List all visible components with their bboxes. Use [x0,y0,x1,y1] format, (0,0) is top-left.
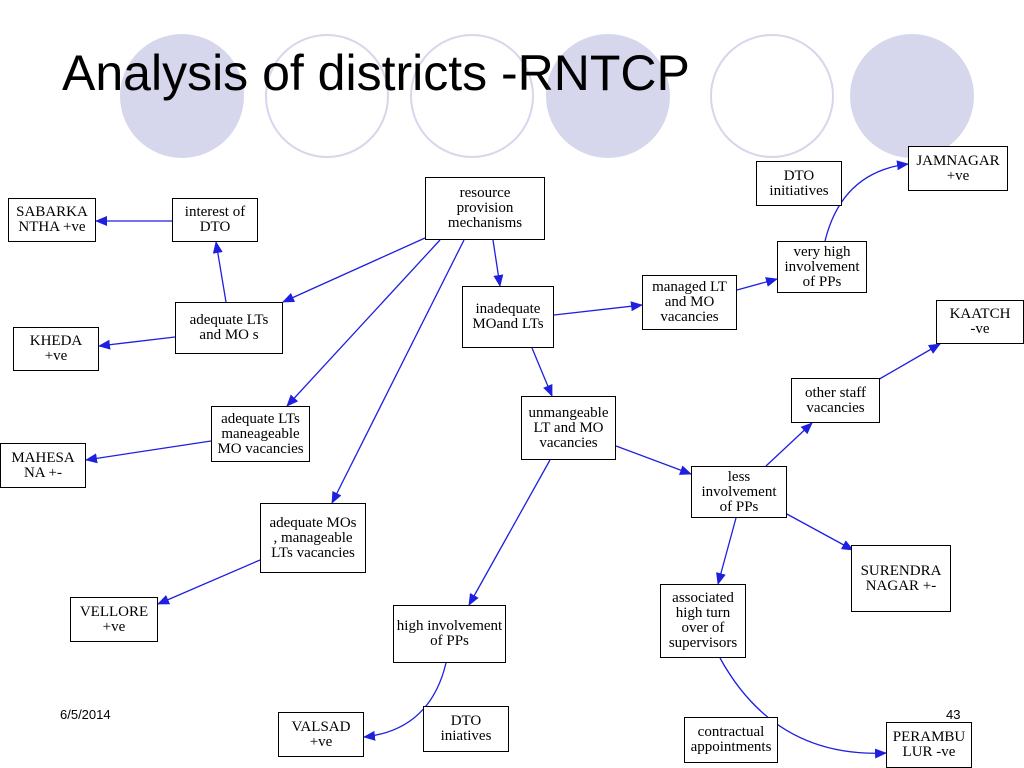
edge-resource-to-adequate-mos [331,239,465,504]
node-kaatch: KAATCH -ve [936,300,1024,344]
decor-circle-6 [850,34,974,158]
node-jamnagar: JAMNAGAR +ve [908,146,1008,191]
edge-managed-to-very-high [736,277,778,291]
slide-page-number: 43 [946,707,961,722]
node-vellore: VELLORE +ve [70,597,158,642]
edge-less-involvement-to-surendranagar [784,512,854,551]
decor-circle-3 [410,34,534,158]
edge-less-involvement-to-associated [716,517,737,585]
node-sabarkantha: SABARKA NTHA +ve [8,198,96,242]
node-adequate-lts-mos: adequate LTs and MO s [175,302,283,354]
edge-inadequate-to-managed [553,301,643,316]
node-interest-dto: interest of DTO [172,198,258,242]
node-very-high: very high involvement of PPs [777,241,867,293]
node-kheda: KHEDA +ve [13,327,99,371]
node-unmanageable: unmangeable LT and MO vacancies [521,396,616,460]
edge-adequate-lts-mos-to-interest-dto [212,241,227,303]
decor-circle-5 [710,34,834,158]
decor-circle-2 [265,34,389,158]
slide-title: Analysis of districts -RNTCP [62,45,690,101]
edge-associated-to-perambalur [719,657,887,759]
node-contractual: contractual appointments [684,717,778,763]
node-perambalur: PERAMBU LUR -ve [886,722,972,768]
node-dto-iniatives: DTO iniatives [423,706,509,752]
node-less-involvement: less involvement of PPs [691,466,787,518]
node-valsad: VALSAD +ve [278,712,364,757]
edge-inadequate-to-unmanageable [531,347,553,397]
node-adequate-lts-manageable: adequate LTs maneageable MO vacancies [211,406,310,462]
edge-resource-to-adequate-lts-mos [282,237,426,303]
node-adequate-mos: adequate MOs , manageable LTs vacancies [260,503,366,573]
edge-very-high-to-jamnagar [824,160,909,242]
edge-adequate-lts-mos-to-kheda [98,336,176,350]
node-dto-initiatives: DTO initiatives [756,161,842,206]
edge-resource-to-inadequate [492,239,504,287]
node-high-involvement: high involvement of PPs [393,605,506,663]
edge-unmanageable-to-high-involvement [468,459,551,606]
node-mahesana: MAHESA NA +- [0,443,86,488]
edge-adequate-mos-to-vellore [157,559,261,605]
node-surendranagar: SURENDRA NAGAR +- [851,545,951,612]
slide-date: 6/5/2014 [60,707,111,722]
edge-high-involvement-to-valsad [363,662,447,741]
node-associated: associated high turn over of supervisors [660,584,746,658]
edge-resource-to-adequate-lts-manageable [286,239,441,407]
decor-circle-1 [120,34,244,158]
edge-other-staff-to-kaatch [875,343,941,382]
node-other-staff: other staff vacancies [791,378,880,423]
node-resource: resource provision mechanisms [425,177,545,240]
node-managed: managed LT and MO vacancies [642,275,737,330]
edge-adequate-lts-manageable-to-mahesana [85,440,212,464]
edge-less-involvement-to-other-staff [765,422,813,467]
node-inadequate: inadequate MOand LTs [462,286,554,348]
decor-circle-4 [546,34,670,158]
edge-unmanageable-to-less-involvement [615,445,692,475]
